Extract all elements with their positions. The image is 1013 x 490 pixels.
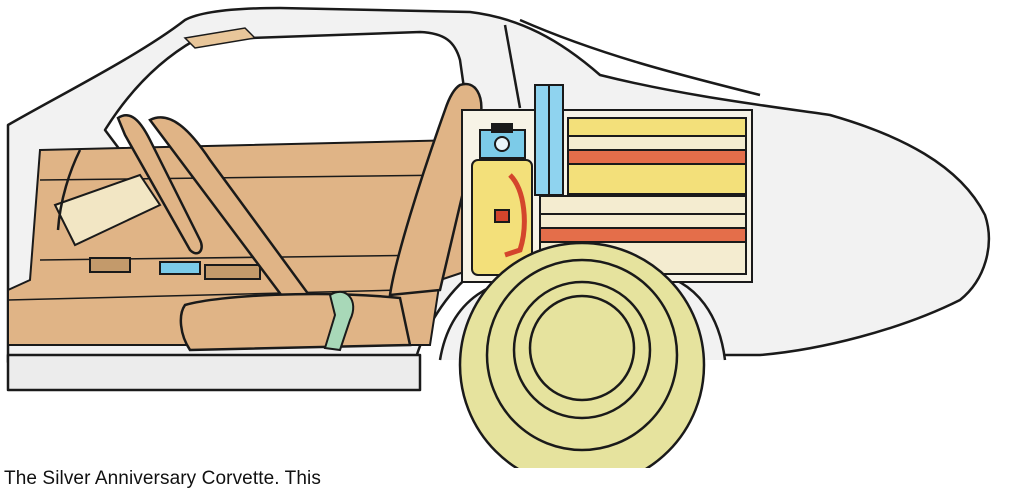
caption-text: The Silver Anniversary Corvette. This	[4, 468, 321, 490]
spare-tire-icon	[460, 243, 704, 468]
tripod-case-icon	[535, 85, 563, 195]
camera-icon	[480, 124, 525, 158]
car-cutaway-illustration	[0, 0, 1013, 468]
